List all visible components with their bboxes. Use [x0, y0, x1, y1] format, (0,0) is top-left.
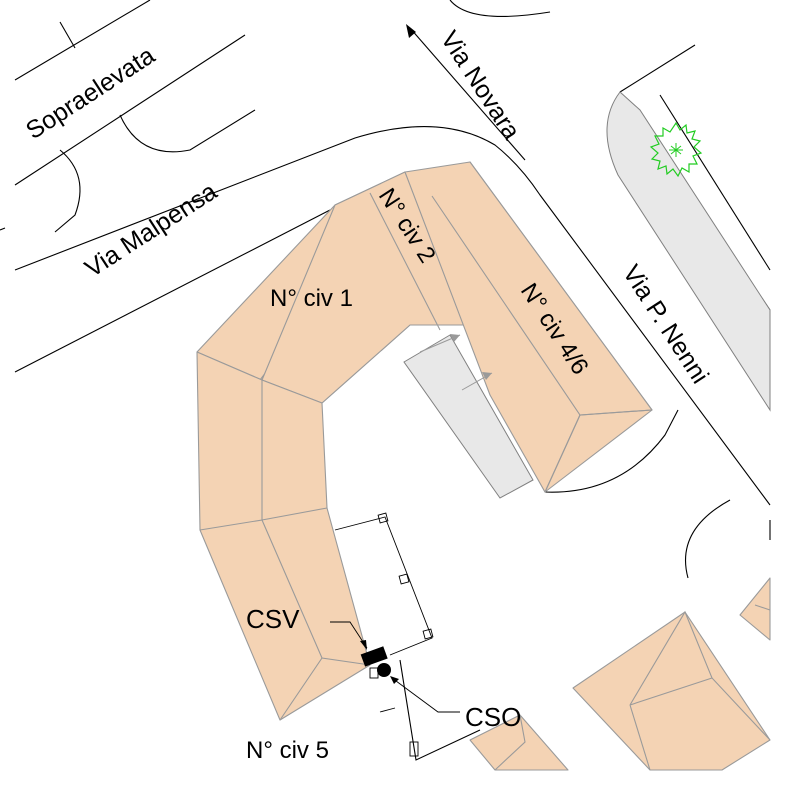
yard-fence — [334, 512, 434, 757]
tree-icon — [649, 121, 703, 178]
pipe-junction-icon — [377, 663, 460, 713]
street-label-novara: Via Novara — [435, 26, 526, 145]
building-label-civ-5: N° civ 5 — [246, 737, 329, 764]
building-bottom-mid — [469, 714, 569, 771]
building-right-edge — [739, 577, 771, 641]
marker-label-csv: CSV — [246, 604, 300, 634]
street-label-sopraelevata: Sopraelevata — [21, 41, 160, 145]
pipe-valve-icon — [330, 621, 388, 667]
building-label-civ-1: N° civ 1 — [270, 285, 353, 312]
marker-label-cso: CSO — [465, 702, 521, 732]
flow-arrows — [419, 334, 493, 391]
building-civ-5 — [196, 351, 371, 721]
building-civ-4-6 — [404, 161, 653, 493]
courtyard-lot — [403, 334, 534, 499]
green-strip-lot — [606, 91, 771, 412]
north-arrow-icon — [406, 24, 526, 161]
street-label-malpensa: Via Malpensa — [80, 177, 222, 283]
building-bottom-right — [572, 610, 771, 771]
